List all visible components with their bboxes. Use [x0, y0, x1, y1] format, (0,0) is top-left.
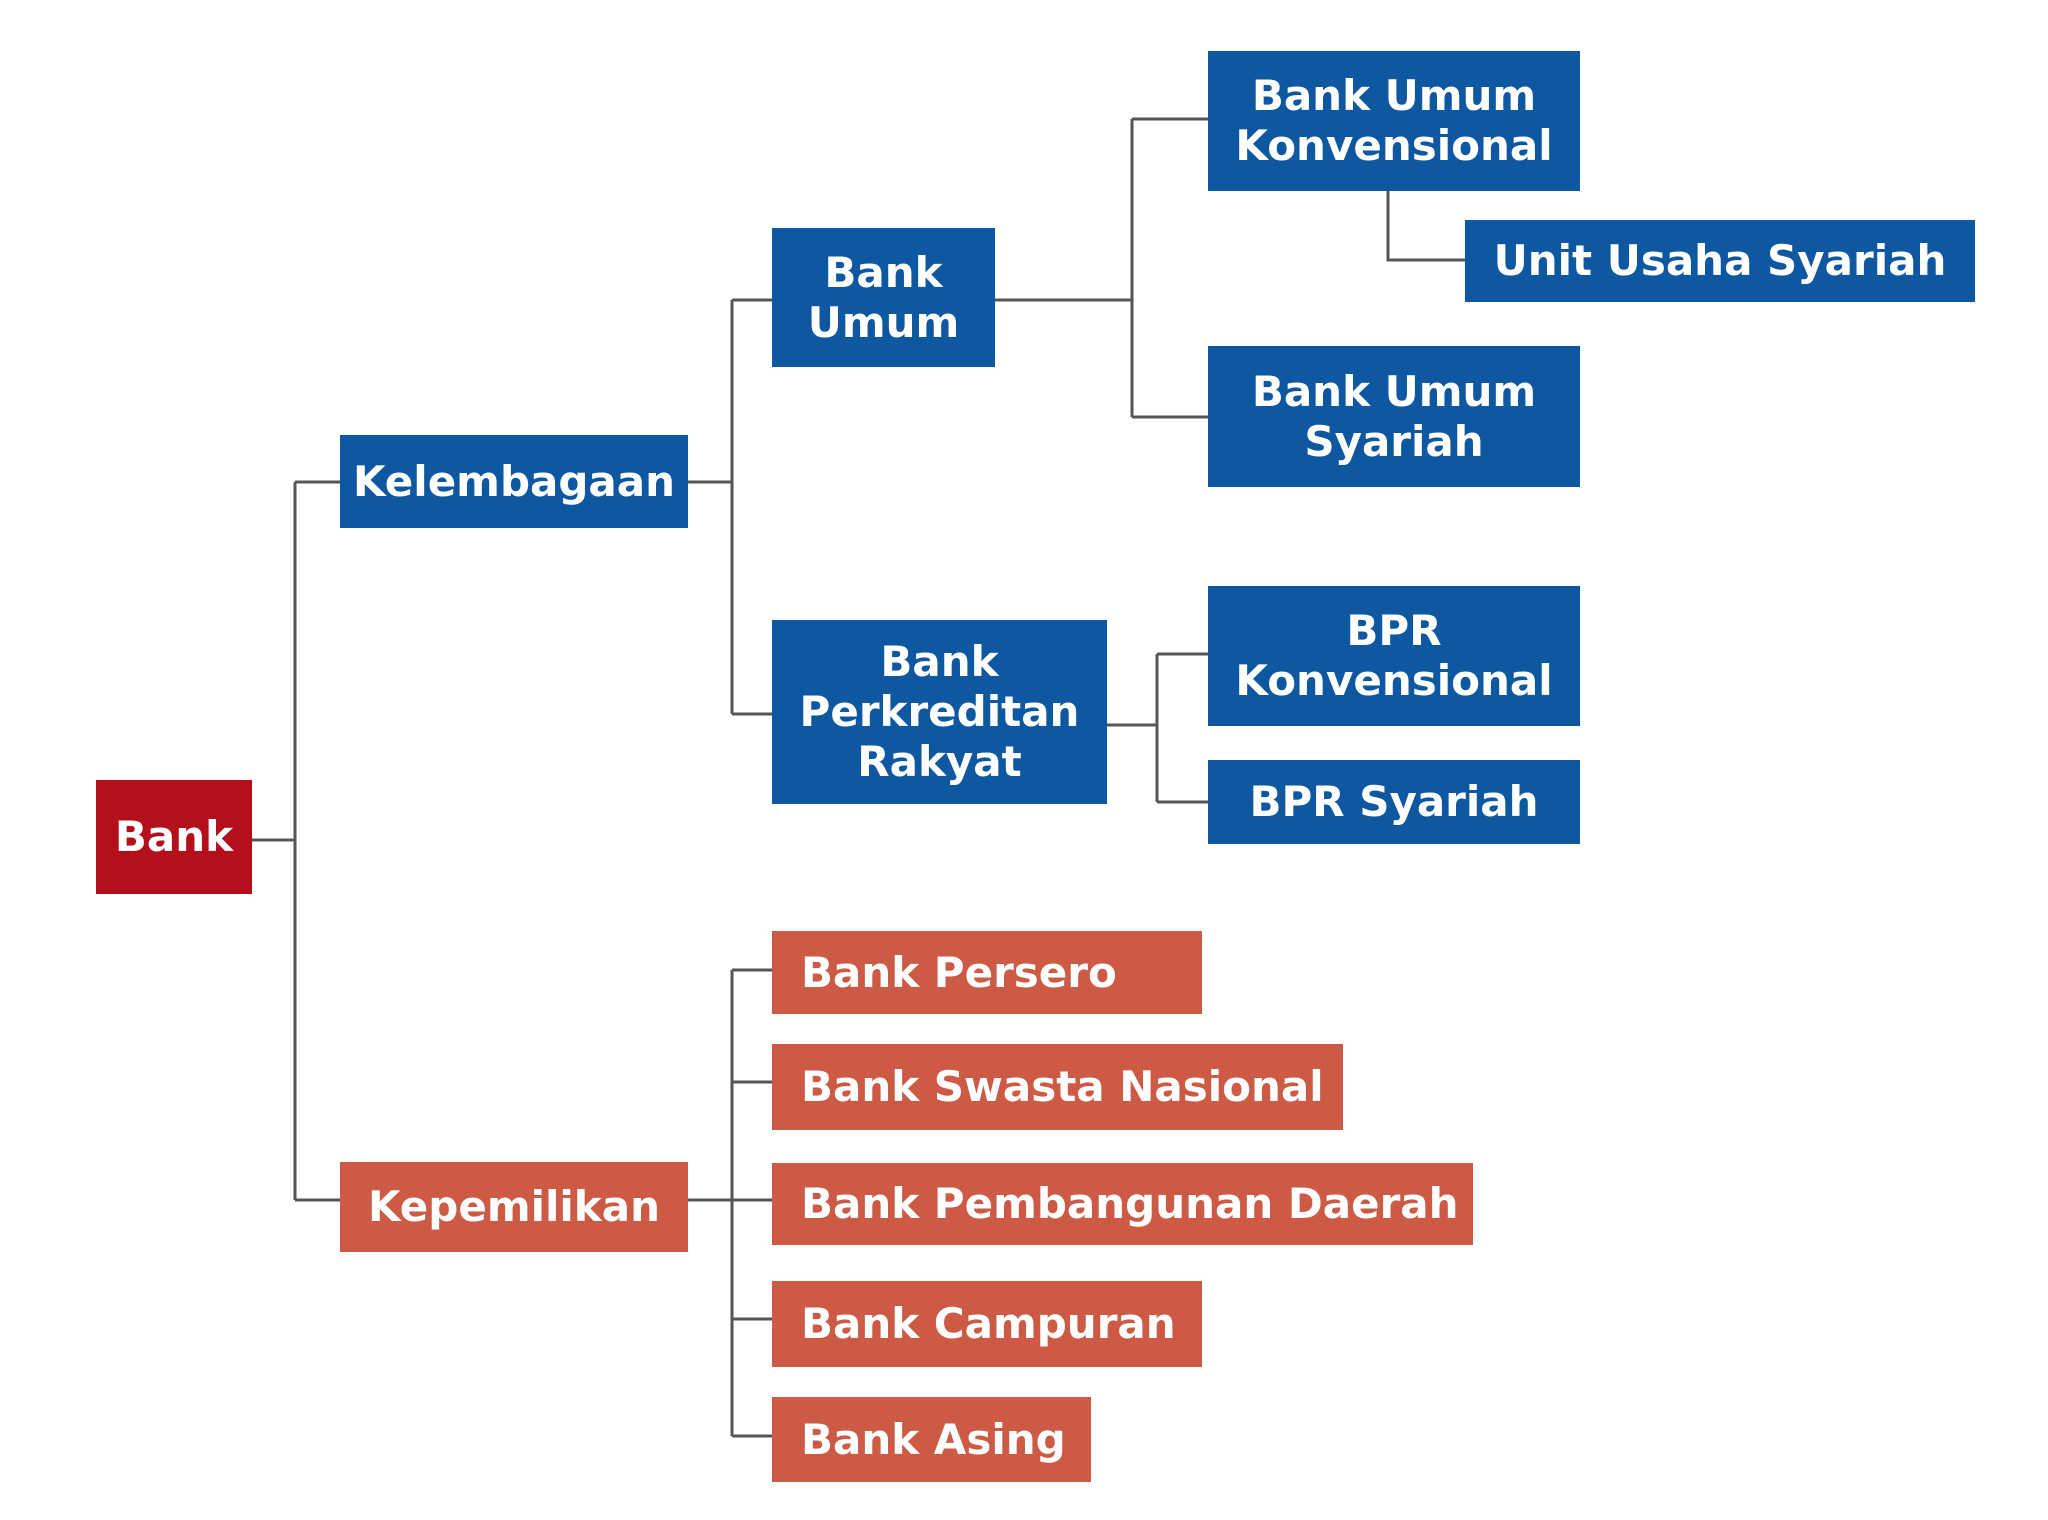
node-kepemilikan: Kepemilikan: [340, 1162, 688, 1252]
node-bpr-syariah: BPR Syariah: [1208, 760, 1580, 844]
node-unit-usaha-syariah: Unit Usaha Syariah: [1465, 220, 1975, 302]
node-bank-umum-konvensional: Bank Umum Konvensional: [1208, 51, 1580, 191]
node-bpr-konvensional: BPR Konvensional: [1208, 586, 1580, 726]
node-bank-umum: Bank Umum: [772, 228, 995, 367]
node-bank-persero: Bank Persero: [772, 931, 1202, 1014]
node-bank-swasta-nasional: Bank Swasta Nasional: [772, 1044, 1343, 1130]
node-bank-pembangunan-daerah: Bank Pembangunan Daerah: [772, 1163, 1473, 1245]
node-bank: Bank: [96, 780, 252, 894]
node-bank-perkreditan-rakyat: Bank Perkreditan Rakyat: [772, 620, 1107, 804]
node-kelembagaan: Kelembagaan: [340, 435, 688, 528]
connector-unit-usaha-syariah: [1386, 191, 1465, 262]
node-bank-umum-syariah: Bank Umum Syariah: [1208, 346, 1580, 487]
node-bank-campuran: Bank Campuran: [772, 1281, 1202, 1367]
node-bank-asing: Bank Asing: [772, 1397, 1091, 1482]
